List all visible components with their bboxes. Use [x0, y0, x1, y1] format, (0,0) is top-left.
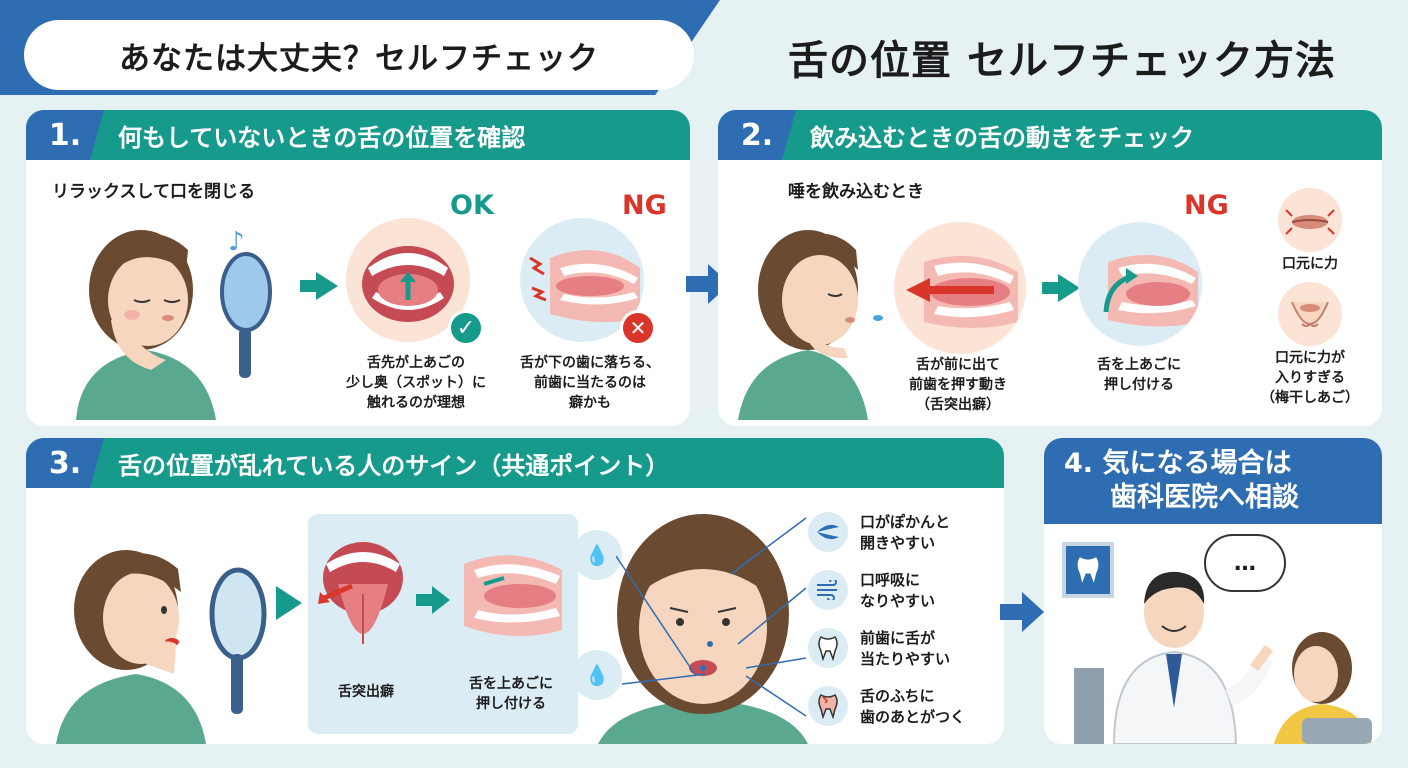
header-badge: あなたは大丈夫？セルフチェック [24, 20, 694, 90]
lips-tension-icon [1278, 188, 1342, 252]
arrow-right-icon [1042, 274, 1080, 302]
arrow-right-icon [300, 272, 338, 300]
droplets-icon: 💧 [572, 530, 622, 580]
ng-label: NG [622, 190, 667, 221]
wind-icon [806, 568, 850, 612]
tongue-thrust-illustration [318, 542, 403, 644]
section-2-header: 2. 飲み込むときの舌の動きをチェック [718, 110, 1382, 160]
chipped-tooth-icon [806, 684, 850, 728]
ok-label: OK [450, 190, 494, 221]
section-1-title: 何もしていないときの舌の位置を確認 [118, 123, 526, 152]
tongue-press-illustration [1078, 222, 1202, 346]
tongue-press-description: 舌を上あごに押し付ける [1097, 357, 1181, 393]
svg-text:♪: ♪ [228, 227, 245, 257]
tongue-press-side-label: 舌を上あごに押し付ける [469, 676, 553, 712]
ng-description: 舌が下の歯に落ちる、前歯に当たるのは癖かも [520, 355, 660, 411]
woman-mirror-illustration: ♪ [76, 227, 272, 420]
chin-tension-description: 口元に力が入りすぎる（梅干しあご） [1261, 350, 1359, 406]
droplets-icon: 💧 [572, 650, 622, 700]
worried-face-illustration [598, 514, 808, 744]
speech-bubble: … [1204, 534, 1286, 592]
xray-tooth-icon [1062, 542, 1114, 598]
woman-swallowing-illustration [738, 230, 883, 420]
section-4-card: 4. 気になる場合は 歯科医院へ相談 … [1044, 438, 1382, 744]
section-1-caption: リラックスして口を閉じる [52, 182, 255, 202]
section-1-number: 1. [26, 110, 104, 160]
page-title: 舌の位置 セルフチェック方法 [788, 38, 1336, 84]
ok-mouth-illustration [346, 218, 470, 342]
section-3-number: 3. [26, 438, 104, 488]
ok-description: 舌先が上あごの少し奥（スポット）に触れるのが理想 [346, 355, 486, 411]
sign-text-mouth-breathing: 口呼吸になりやすい [860, 571, 936, 610]
check-icon: ✓ [448, 310, 484, 346]
tooth-icon [806, 626, 850, 670]
sign-text-front-teeth: 前歯に舌が当たりやすい [860, 629, 951, 668]
connector-lines [616, 517, 807, 717]
tongue-press-side-illustration [464, 555, 562, 637]
tongue-push-illustration [894, 222, 1026, 354]
arrow-right-icon [416, 586, 450, 614]
section-4-title-line1: 気になる場合は [1102, 448, 1292, 479]
section-3-header: 3. 舌の位置が乱れている人のサイン（共通ポイント） [26, 438, 1004, 488]
chin-tension-icon [1278, 282, 1342, 346]
dentist-consultation-illustration [1074, 571, 1372, 744]
arrow-right-icon [1000, 592, 1044, 632]
cross-icon: ✕ [620, 310, 656, 346]
section-1-header: 1. 何もしていないときの舌の位置を確認 [26, 110, 690, 160]
section-4-number: 4. [1064, 448, 1094, 479]
arrow-right-icon [276, 586, 302, 620]
lips-tension-label: 口元に力 [1282, 256, 1338, 272]
breath-icon [806, 510, 850, 554]
section-2-title: 飲み込むときの舌の動きをチェック [810, 123, 1194, 152]
section-1-card: 1. 何もしていないときの舌の位置を確認 リラックスして口を閉じる ♪ OK ✓… [26, 110, 690, 426]
ng-label: NG [1184, 190, 1229, 221]
sign-text-tongue-marks: 舌のふちに歯のあとがつく [860, 687, 966, 726]
sign-text-mouth-open: 口がぽかんと開きやすい [860, 513, 951, 552]
section-4-header: 4. 気になる場合は 歯科医院へ相談 [1044, 438, 1382, 524]
section-4-title-line2: 歯科医院へ相談 [1110, 482, 1299, 513]
section-2-caption: 唾を飲み込むとき [788, 182, 924, 202]
section-2-number: 2. [718, 110, 796, 160]
section-2-card: 2. 飲み込むときの舌の動きをチェック 唾を飲み込むとき NG [718, 110, 1382, 426]
tongue-push-description: 舌が前に出て前歯を押す動き（舌突出癖） [909, 357, 1007, 413]
tongue-thrust-label: 舌突出癖 [338, 684, 394, 700]
section-3-title: 舌の位置が乱れている人のサイン（共通ポイント） [118, 451, 670, 480]
section-3-card: 3. 舌の位置が乱れている人のサイン（共通ポイント） 舌突出癖 舌を上あごに押し… [26, 438, 1004, 744]
woman-mirror-side-illustration [56, 550, 267, 744]
